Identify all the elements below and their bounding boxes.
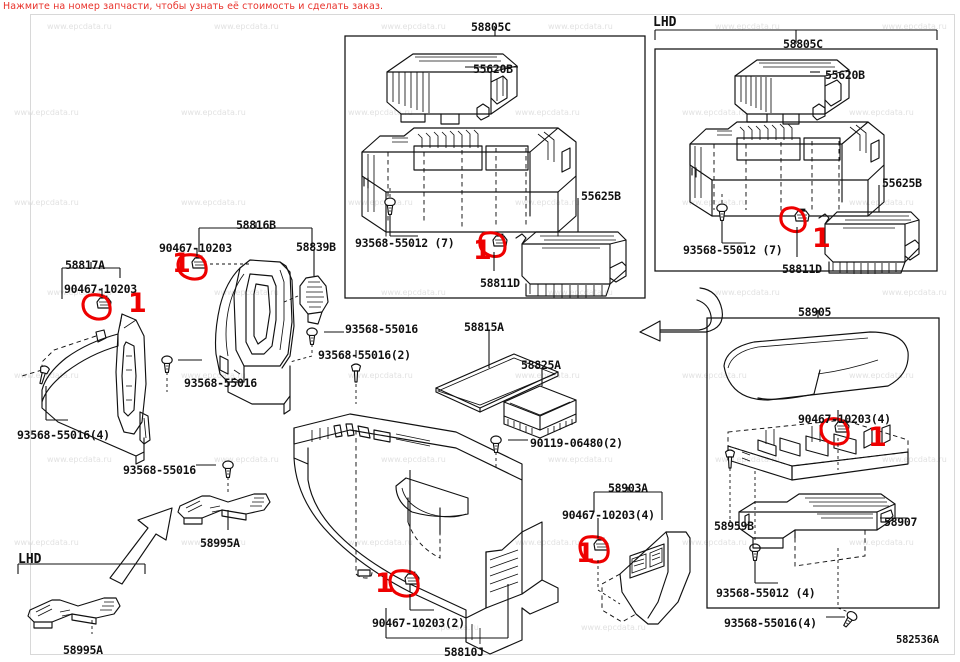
- part-number-label[interactable]: 58816B: [236, 218, 276, 232]
- part-number-label[interactable]: 58805C: [783, 37, 823, 51]
- lhd-group-label: LHD: [18, 552, 42, 567]
- selected-part-marker: 1: [473, 235, 492, 266]
- part-number-label[interactable]: 55625B: [581, 189, 621, 203]
- svg-text:www.epcdata.ru: www.epcdata.ru: [348, 371, 413, 380]
- part-number-label[interactable]: 58810J: [444, 645, 484, 659]
- part-number-label[interactable]: 93568-55016(4): [17, 428, 110, 442]
- part-number-label[interactable]: 58815A: [464, 320, 504, 334]
- svg-text:www.epcdata.ru: www.epcdata.ru: [882, 455, 947, 464]
- part-number-label[interactable]: 93568-55012 (7): [355, 236, 455, 250]
- svg-text:www.epcdata.ru: www.epcdata.ru: [14, 371, 79, 380]
- svg-text:www.epcdata.ru: www.epcdata.ru: [849, 108, 914, 117]
- svg-text:www.epcdata.ru: www.epcdata.ru: [849, 538, 914, 547]
- part-number-label[interactable]: 58959B: [714, 519, 754, 533]
- svg-text:www.epcdata.ru: www.epcdata.ru: [581, 623, 646, 632]
- part-number-label[interactable]: 58811D: [782, 262, 822, 276]
- svg-text:www.epcdata.ru: www.epcdata.ru: [214, 455, 279, 464]
- diagram-code: 582536A: [896, 634, 939, 646]
- svg-text:www.epcdata.ru: www.epcdata.ru: [515, 371, 580, 380]
- svg-text:www.epcdata.ru: www.epcdata.ru: [348, 108, 413, 117]
- svg-text:www.epcdata.ru: www.epcdata.ru: [181, 198, 246, 207]
- svg-text:www.epcdata.ru: www.epcdata.ru: [348, 198, 413, 207]
- order-hint-text: Нажмите на номер запчасти, чтобы узнать …: [3, 1, 384, 12]
- part-number-label[interactable]: 58995A: [63, 643, 103, 657]
- part-number-label[interactable]: 93568-55016(2): [318, 348, 411, 362]
- part-number-label[interactable]: 58903A: [608, 481, 648, 495]
- part-number-label[interactable]: 55620B: [825, 68, 865, 82]
- svg-text:www.epcdata.ru: www.epcdata.ru: [682, 538, 747, 547]
- selected-part-marker: 1: [172, 248, 191, 279]
- svg-text:www.epcdata.ru: www.epcdata.ru: [882, 288, 947, 297]
- svg-text:www.epcdata.ru: www.epcdata.ru: [181, 371, 246, 380]
- selected-part-marker: 1: [576, 538, 595, 569]
- part-number-label[interactable]: 90467-10203(2): [372, 616, 465, 630]
- svg-text:www.epcdata.ru: www.epcdata.ru: [14, 198, 79, 207]
- lhd-group-label: LHD: [653, 15, 677, 30]
- svg-text:www.epcdata.ru: www.epcdata.ru: [715, 288, 780, 297]
- svg-text:www.epcdata.ru: www.epcdata.ru: [381, 455, 446, 464]
- part-number-label[interactable]: 55620B: [473, 62, 513, 76]
- svg-text:www.epcdata.ru: www.epcdata.ru: [47, 22, 112, 31]
- svg-text:www.epcdata.ru: www.epcdata.ru: [515, 198, 580, 207]
- part-number-label[interactable]: 58907: [884, 515, 918, 529]
- part-number-label[interactable]: 90467-10203(4): [562, 508, 655, 522]
- svg-text:www.epcdata.ru: www.epcdata.ru: [381, 22, 446, 31]
- part-number-label[interactable]: 93568-55016: [123, 463, 196, 477]
- selected-part-marker: 1: [868, 422, 887, 453]
- part-number-label[interactable]: 93568-55016: [345, 322, 418, 336]
- svg-text:www.epcdata.ru: www.epcdata.ru: [214, 22, 279, 31]
- part-number-label[interactable]: 58811D: [480, 276, 520, 290]
- svg-text:www.epcdata.ru: www.epcdata.ru: [715, 455, 780, 464]
- selected-part-marker: 1: [812, 223, 831, 254]
- selected-part-marker: 1: [375, 568, 394, 599]
- part-number-label[interactable]: 58825A: [521, 358, 561, 372]
- svg-text:www.epcdata.ru: www.epcdata.ru: [548, 22, 613, 31]
- svg-text:www.epcdata.ru: www.epcdata.ru: [882, 22, 947, 31]
- svg-text:www.epcdata.ru: www.epcdata.ru: [14, 108, 79, 117]
- part-number-label[interactable]: 90119-06480(2): [530, 436, 623, 450]
- svg-text:www.epcdata.ru: www.epcdata.ru: [47, 288, 112, 297]
- svg-text:www.epcdata.ru: www.epcdata.ru: [414, 623, 479, 632]
- svg-text:www.epcdata.ru: www.epcdata.ru: [381, 288, 446, 297]
- svg-text:www.epcdata.ru: www.epcdata.ru: [715, 22, 780, 31]
- svg-text:www.epcdata.ru: www.epcdata.ru: [14, 538, 79, 547]
- part-number-label[interactable]: 90467-10203: [64, 282, 137, 296]
- part-number-label[interactable]: 58995A: [200, 536, 240, 550]
- part-number-label[interactable]: 58817A: [65, 258, 105, 272]
- part-number-label[interactable]: 58905: [798, 305, 832, 319]
- svg-text:www.epcdata.ru: www.epcdata.ru: [849, 198, 914, 207]
- diagram-frame: [30, 14, 955, 655]
- svg-text:www.epcdata.ru: www.epcdata.ru: [682, 371, 747, 380]
- part-number-label[interactable]: 93568-55016(4): [724, 616, 817, 630]
- part-number-label[interactable]: 58839B: [296, 240, 336, 254]
- part-number-label[interactable]: 58805C: [471, 20, 511, 34]
- svg-text:www.epcdata.ru: www.epcdata.ru: [181, 538, 246, 547]
- svg-text:www.epcdata.ru: www.epcdata.ru: [548, 455, 613, 464]
- selected-part-marker: 1: [128, 288, 147, 319]
- part-number-label[interactable]: 90467-10203(4): [798, 412, 891, 426]
- svg-text:www.epcdata.ru: www.epcdata.ru: [515, 538, 580, 547]
- svg-text:www.epcdata.ru: www.epcdata.ru: [348, 538, 413, 547]
- svg-text:www.epcdata.ru: www.epcdata.ru: [515, 108, 580, 117]
- svg-text:www.epcdata.ru: www.epcdata.ru: [849, 371, 914, 380]
- svg-text:www.epcdata.ru: www.epcdata.ru: [47, 455, 112, 464]
- part-number-label[interactable]: 55625B: [882, 176, 922, 190]
- svg-text:www.epcdata.ru: www.epcdata.ru: [548, 288, 613, 297]
- part-number-label[interactable]: 90467-10203: [159, 241, 232, 255]
- part-number-label[interactable]: 93568-55012 (7): [683, 243, 783, 257]
- part-number-label[interactable]: 93568-55012 (4): [716, 586, 816, 600]
- svg-text:www.epcdata.ru: www.epcdata.ru: [682, 108, 747, 117]
- svg-text:www.epcdata.ru: www.epcdata.ru: [181, 108, 246, 117]
- part-number-label[interactable]: 93568-55016: [184, 376, 257, 390]
